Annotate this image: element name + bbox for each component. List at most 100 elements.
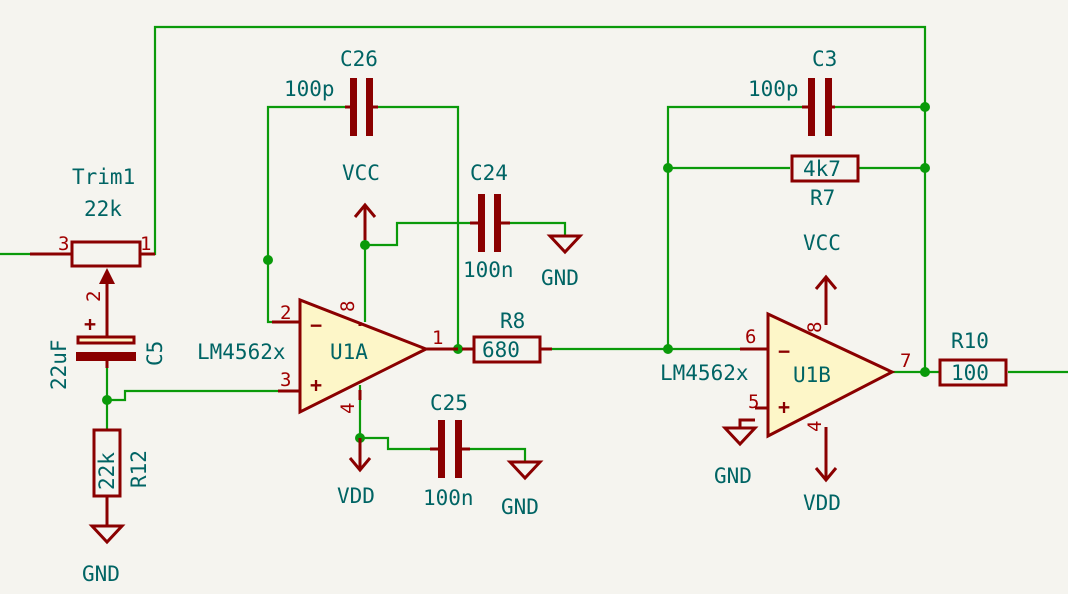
junction xyxy=(663,344,673,354)
c5-ref: C5 xyxy=(143,341,167,366)
vcc-symbol-u1b: VCC xyxy=(803,231,841,325)
c26-value: 100p xyxy=(284,77,335,101)
c24-plate xyxy=(478,194,485,252)
u1a-pin-vplus: 8 xyxy=(337,301,359,312)
u1a-plus-sign: + xyxy=(310,373,322,397)
gnd-label: GND xyxy=(501,495,539,519)
junction xyxy=(263,255,273,265)
trim1-body xyxy=(70,240,142,268)
r12-resistor[interactable]: 22k R12 xyxy=(92,428,151,526)
c24-ref: C24 xyxy=(470,161,508,185)
wire-c26-right xyxy=(378,105,460,349)
u1b-ref: U1B xyxy=(793,363,831,387)
wire-c24-gnd xyxy=(510,221,567,236)
u1b-minus-sign: − xyxy=(778,339,790,363)
u1b-pin-vplus: 8 xyxy=(804,322,826,333)
c25-capacitor[interactable]: C25 100n xyxy=(423,391,474,510)
u1a-pin-inv: 2 xyxy=(280,302,291,324)
r10-body xyxy=(938,358,1008,387)
junction xyxy=(920,102,930,112)
r10-resistor[interactable]: 100 R10 xyxy=(938,329,1008,387)
r7-body xyxy=(790,154,860,183)
junction xyxy=(920,367,930,377)
u1b-value: LM4562x xyxy=(660,361,749,385)
u1a-pin-noninv: 3 xyxy=(280,369,291,391)
u1a-minus-sign: − xyxy=(310,313,322,337)
trim1-value: 22k xyxy=(84,197,122,221)
vcc-label: VCC xyxy=(803,231,841,255)
c25-value: 100n xyxy=(423,486,474,510)
junction xyxy=(102,395,112,405)
u1b-pin-vminus: 4 xyxy=(804,421,826,432)
trim1-pin3: 3 xyxy=(58,233,69,255)
c26-plate xyxy=(366,78,373,136)
c3-capacitor[interactable]: C3 100p xyxy=(748,47,837,136)
wire-u1b-feedback-left xyxy=(666,105,802,349)
r7-value: 4k7 xyxy=(803,157,841,181)
c5-polarity: + xyxy=(84,312,96,336)
c24-value: 100n xyxy=(463,258,514,282)
c24-capacitor[interactable]: C24 100n xyxy=(463,161,514,282)
u1a-pin-out: 1 xyxy=(432,327,443,349)
c25-plate xyxy=(455,420,462,478)
wires xyxy=(0,25,1068,462)
u1b-plus-sign: + xyxy=(778,395,790,419)
vcc-symbol-u1a: VCC xyxy=(342,161,380,240)
c26-plate xyxy=(350,78,357,136)
r12-value: 22k xyxy=(95,452,119,490)
c5-plate-negative xyxy=(76,352,136,361)
u1b-pin-out: 7 xyxy=(900,350,911,372)
u1a-ref: U1A xyxy=(330,340,368,364)
r8-value: 680 xyxy=(482,338,520,362)
u1b-body xyxy=(766,311,896,439)
c3-plate xyxy=(825,78,832,136)
c5-capacitor[interactable]: + C5 22uF xyxy=(47,300,167,390)
gnd-label: GND xyxy=(714,464,752,488)
u1a-pin-vminus: 4 xyxy=(337,403,359,414)
vcc-label: VCC xyxy=(342,161,380,185)
u1b-pin-inv: 6 xyxy=(745,326,756,348)
u1a-opamp[interactable]: − + U1A LM4562x 2 3 1 8 4 xyxy=(197,297,458,415)
u1a-value: LM4562x xyxy=(197,340,286,364)
c25-plate xyxy=(438,420,445,478)
vdd-label: VDD xyxy=(803,491,841,515)
wire-c25 xyxy=(360,436,436,451)
vdd-label: VDD xyxy=(337,484,375,508)
r10-ref: R10 xyxy=(951,329,989,353)
gnd-symbol-c25: GND xyxy=(501,460,544,519)
c3-value: 100p xyxy=(748,77,799,101)
junction xyxy=(360,240,370,250)
c24-plate xyxy=(494,194,501,252)
junction xyxy=(920,163,930,173)
r8-ref: R8 xyxy=(500,309,525,333)
trim1-potentiometer[interactable]: Trim1 22k 3 1 2 xyxy=(30,165,155,302)
u1b-opamp[interactable]: − + U1B LM4562x 6 5 7 8 4 VDD xyxy=(660,311,911,515)
c3-plate xyxy=(808,78,815,136)
wire-c25-gnd xyxy=(468,447,527,462)
gnd-symbol-u1b: GND xyxy=(714,418,759,488)
c5-value: 22uF xyxy=(47,339,71,390)
gnd-symbol-r12: GND xyxy=(82,524,126,586)
trim1-pin2: 2 xyxy=(83,291,105,302)
wire-u1a-inv-feedback xyxy=(266,105,345,324)
wire-c24 xyxy=(365,221,478,247)
gnd-label: GND xyxy=(541,266,579,290)
junctions xyxy=(102,102,930,443)
c26-ref: C26 xyxy=(340,47,378,71)
c5-plate-positive xyxy=(76,335,136,345)
u1b-pin-noninv: 5 xyxy=(748,391,759,413)
r10-value: 100 xyxy=(951,361,989,385)
trim1-pin1: 1 xyxy=(140,233,151,255)
wire-c5-to-u1a-plus xyxy=(107,389,278,402)
r8-resistor[interactable]: 680 R8 xyxy=(462,309,552,364)
u1a-body xyxy=(298,297,430,415)
c25-ref: C25 xyxy=(430,391,468,415)
wire-trim-to-top xyxy=(140,25,927,372)
trim1-wiper-arrow xyxy=(99,268,115,284)
junction xyxy=(663,163,673,173)
r7-ref: R7 xyxy=(810,186,835,210)
trim1-ref: Trim1 xyxy=(72,165,135,189)
r7-resistor[interactable]: 4k7 R7 xyxy=(790,154,860,210)
c26-capacitor[interactable]: C26 100p xyxy=(284,47,378,136)
